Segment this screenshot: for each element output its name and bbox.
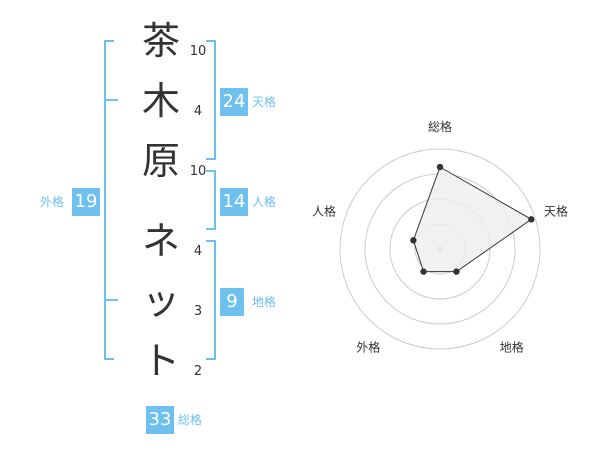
- stroke-count-4: 4: [193, 244, 203, 259]
- name-char-3: 原: [141, 139, 180, 183]
- bracket-tick: [104, 99, 118, 101]
- radar-axis-label: 人格: [312, 203, 336, 218]
- bracket-tick: [104, 299, 118, 301]
- jinkaku-badge: 14: [220, 188, 248, 216]
- soukaku-badge: 33: [146, 406, 174, 434]
- name-char-4: ネ: [141, 219, 180, 263]
- stroke-count-3: 10: [189, 164, 207, 179]
- radar-axis-label: 総格: [428, 119, 452, 134]
- stroke-count-6: 2: [193, 364, 203, 379]
- tenkaku-label: 天格: [252, 95, 277, 109]
- name-char-1: 茶: [141, 19, 180, 63]
- tenkaku-badge: 24: [220, 88, 248, 116]
- stroke-count-5: 3: [193, 304, 203, 319]
- gaikaku-label: 外格: [40, 195, 65, 209]
- jinkaku-label: 人格: [252, 195, 277, 209]
- stroke-count-1: 10: [189, 44, 207, 59]
- name-char-2: 木: [141, 79, 180, 123]
- radar-point-2: [528, 216, 535, 223]
- chikaku-badge: 9: [220, 288, 244, 316]
- gaikaku-bracket: [104, 40, 114, 360]
- name-char-6: ト: [141, 339, 180, 383]
- radar-axis-label: 天格: [544, 203, 568, 218]
- chikaku-bracket: [206, 240, 216, 360]
- radar-area: [412, 166, 533, 273]
- name-char-5: ッ: [141, 279, 180, 323]
- gaikaku-badge: 19: [72, 188, 100, 216]
- radar-point-3: [453, 268, 460, 275]
- radar-point-1: [436, 163, 444, 171]
- radar-ring: [339, 148, 541, 350]
- radar-point-4: [420, 268, 427, 275]
- chikaku-label: 地格: [252, 295, 277, 309]
- radar-axis-label: 外格: [356, 340, 380, 355]
- radar-axis-label: 地格: [500, 340, 524, 355]
- radar-point-5: [410, 237, 417, 244]
- stroke-count-2: 4: [193, 104, 203, 119]
- soukaku-label: 総格: [178, 413, 203, 427]
- tenkaku-bracket: [206, 40, 216, 160]
- jinkaku-bracket: [206, 170, 216, 230]
